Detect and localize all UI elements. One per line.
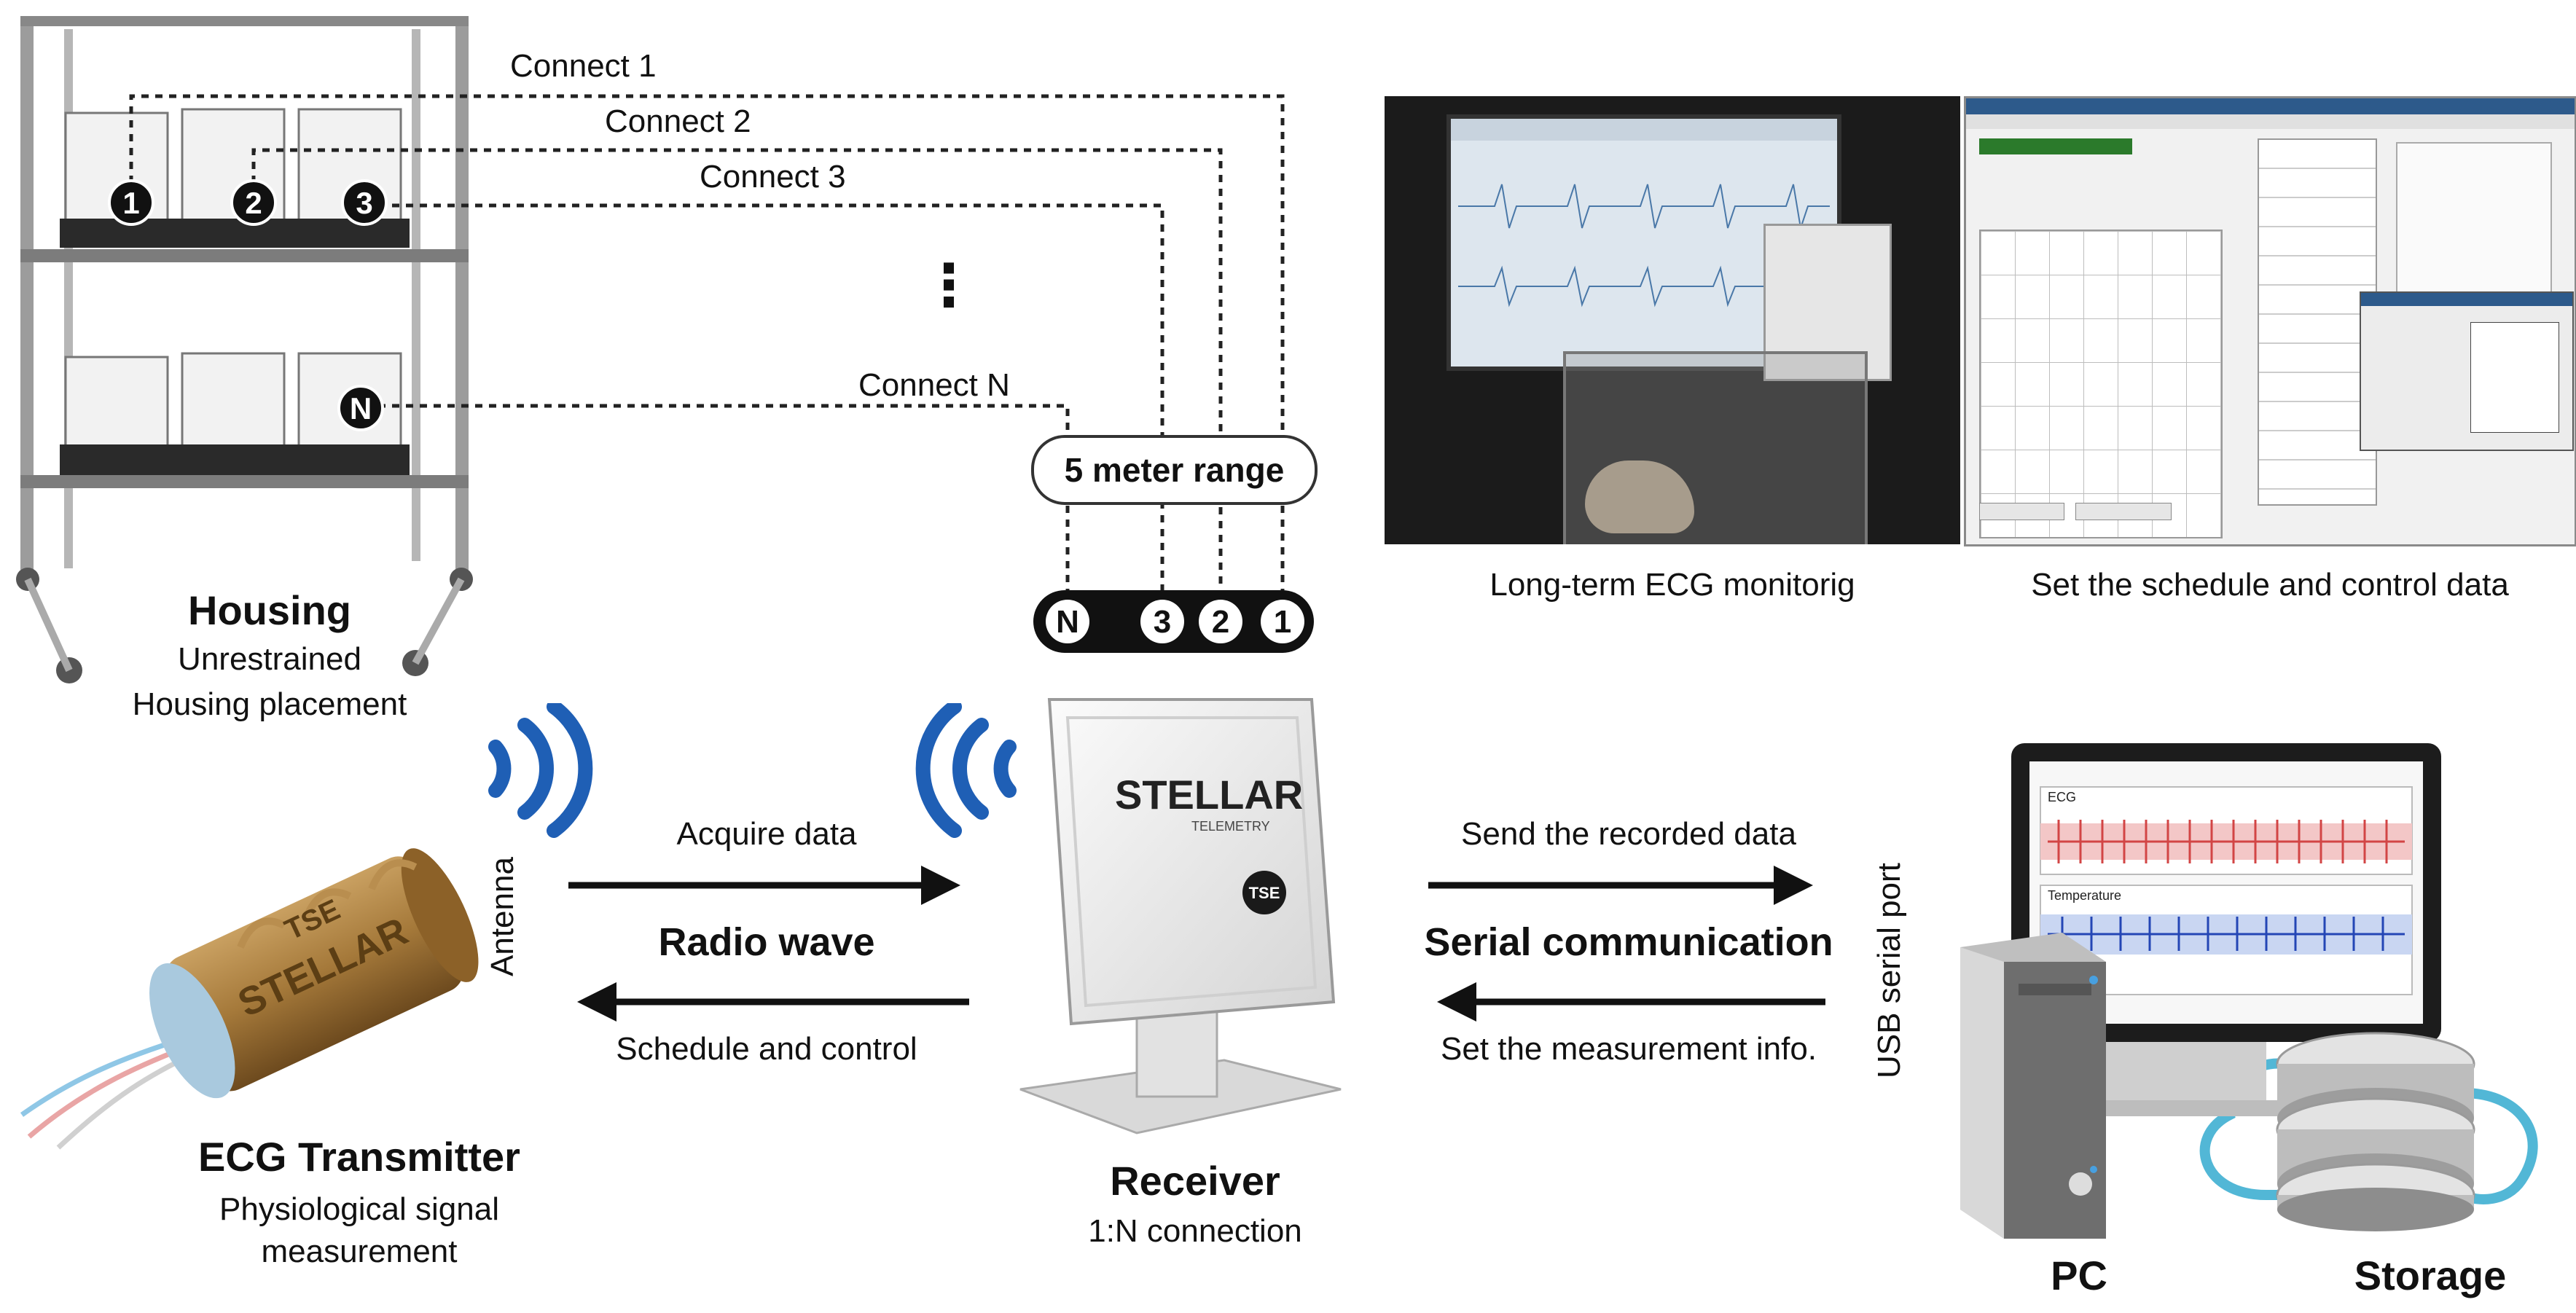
- acquire-data-label: Acquire data: [676, 816, 857, 852]
- schedule-control-label: Schedule and control: [616, 1031, 917, 1067]
- port-n: N: [1056, 604, 1079, 640]
- rack-node-markers: 1 2 3 N: [108, 179, 388, 431]
- range-label: 5 meter range: [1064, 451, 1285, 489]
- storage-label: Storage: [2354, 1253, 2507, 1298]
- radio-wave-label: Radio wave: [658, 920, 875, 964]
- connect-3-label: Connect 3: [700, 159, 846, 195]
- calendar-grid: [1979, 230, 2223, 538]
- receiver-signal-waves: [915, 703, 1017, 838]
- connect-n-label: Connect N: [858, 367, 1010, 403]
- range-pill: 5 meter range: [1031, 435, 1318, 505]
- connect-1-label: Connect 1: [510, 48, 657, 84]
- screen-temperature-label: Temperature: [2048, 888, 2121, 903]
- ellipsis-dots: ⋮: [920, 253, 978, 318]
- receiver-brand-sub: TELEMETRY: [1191, 819, 1270, 834]
- send-data-label: Send the recorded data: [1461, 816, 1796, 852]
- node-n-label: N: [350, 391, 372, 426]
- housing-line2: Housing placement: [132, 686, 407, 722]
- node-2-label: 2: [245, 186, 262, 220]
- housing-rack-illustration: [16, 16, 473, 683]
- ecg-transmitter-illustration: STELLAR TSE: [20, 848, 479, 1150]
- rat-in-photo: [1585, 460, 1694, 533]
- receiver-in-photo: [1763, 224, 1892, 381]
- connect-2-label: Connect 2: [605, 103, 751, 139]
- serial-communication-label: Serial communication: [1424, 920, 1833, 964]
- receiver-maker: TSE: [1249, 884, 1280, 902]
- receiver-port-markers: N 3 2 1: [1046, 600, 1304, 643]
- housing-title: Housing: [188, 587, 351, 633]
- receiver-illustration: STELLAR TELEMETRY TSE: [1019, 698, 1342, 1134]
- port-3: 3: [1154, 604, 1171, 640]
- usb-serial-port-label: USB serial port: [1871, 863, 1907, 1078]
- receiver-subtitle: 1:N connection: [1088, 1213, 1302, 1249]
- port-1: 1: [1274, 604, 1291, 640]
- receiver-brand: STELLAR: [1115, 772, 1303, 818]
- transmitter-line1: Physiological signal: [219, 1191, 499, 1227]
- pc-storage-illustration: ECG Temperature: [1960, 743, 2538, 1239]
- screen-ecg-label: ECG: [2048, 790, 2076, 804]
- pc-label: PC: [2051, 1253, 2107, 1298]
- node-1-label: 1: [122, 186, 139, 220]
- ecg-photo-caption: Long-term ECG monitorig: [1489, 567, 1855, 603]
- transmitter-title: ECG Transmitter: [198, 1134, 520, 1180]
- port-2: 2: [1212, 604, 1229, 640]
- transmitter-line2: measurement: [261, 1234, 458, 1269]
- schedule-software-screenshot: [1964, 96, 2576, 546]
- ecg-monitoring-photo: [1385, 96, 1960, 544]
- housing-line1: Unrestrained: [178, 641, 361, 677]
- schedule-photo-caption: Set the schedule and control data: [2031, 567, 2509, 603]
- receiver-title: Receiver: [1110, 1158, 1280, 1204]
- set-measurement-label: Set the measurement info.: [1440, 1031, 1817, 1067]
- transmitter-signal-waves: [488, 703, 593, 838]
- node-3-label: 3: [356, 186, 372, 220]
